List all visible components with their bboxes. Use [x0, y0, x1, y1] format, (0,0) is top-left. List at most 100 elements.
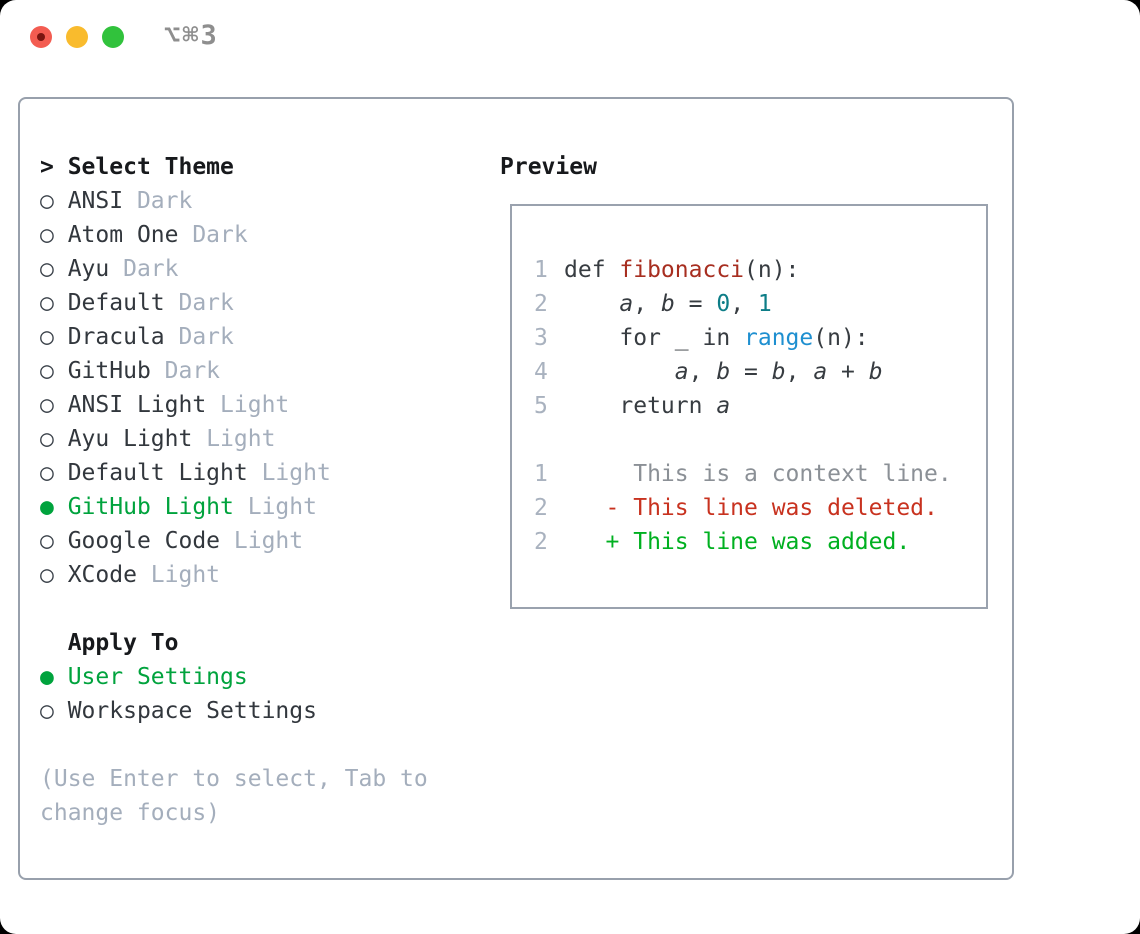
close-button[interactable] [30, 26, 52, 48]
theme-option-ansi-light[interactable]: ○ ANSI Light Light [40, 388, 480, 422]
theme-option-default-light[interactable]: ○ Default Light Light [40, 456, 480, 490]
code-segment: range [744, 325, 814, 351]
theme-name: ANSI [67, 188, 137, 214]
theme-option-google-code[interactable]: ○ Google Code Light [40, 524, 480, 558]
diff-line: 1 This is a context line. [534, 457, 986, 491]
code-line: 3 for _ in range(n): [534, 321, 986, 355]
radio-icon: ○ [40, 358, 68, 384]
theme-list: > Select Theme○ ANSI Dark○ Atom One Dark… [40, 150, 480, 830]
radio-icon: ○ [40, 562, 68, 588]
minimize-button[interactable] [66, 26, 88, 48]
line-number: 2 [534, 291, 548, 317]
code-segment: , [633, 291, 661, 317]
line-number: 4 [534, 359, 548, 385]
theme-name: XCode [67, 562, 151, 588]
code-segment: + This line was added. [564, 529, 911, 555]
code-segment: , [688, 359, 717, 385]
window-title: ⌥⌘3 [164, 20, 219, 51]
radio-icon: ○ [40, 290, 68, 316]
theme-picker-panel: > Select Theme○ ANSI Dark○ Atom One Dark… [18, 97, 1014, 880]
select-theme-header: > Select Theme [40, 150, 480, 184]
code-line: 4 a, b = b, a + b [534, 355, 986, 389]
radio-icon: ○ [40, 324, 68, 350]
theme-name: Dracula [67, 324, 179, 350]
diff-line: 2 + This line was added. [534, 525, 986, 559]
code-segment: + [827, 359, 869, 385]
theme-variant-tag: Dark [123, 256, 179, 282]
code-segment: b [716, 359, 731, 385]
code-line: 5 return a [534, 389, 986, 423]
code-line: 1 def fibonacci(n): [534, 253, 986, 287]
theme-name: GitHub [67, 358, 165, 384]
diff-line: 2 - This line was deleted. [534, 491, 986, 525]
code-line: 2 a, b = 0, 1 [534, 287, 986, 321]
zoom-button[interactable] [102, 26, 124, 48]
code-segment: a [813, 359, 828, 385]
code-segment: b [660, 291, 675, 317]
code-segment: - This line was deleted. [564, 495, 938, 521]
theme-variant-tag: Light [233, 528, 304, 554]
cursor-icon: > [40, 154, 68, 180]
theme-option-atom-one[interactable]: ○ Atom One Dark [40, 218, 480, 252]
code-segment: b [868, 359, 883, 385]
theme-name: Default Light [67, 460, 262, 486]
radio-icon: ○ [40, 188, 68, 214]
theme-option-github[interactable]: ○ GitHub Dark [40, 354, 480, 388]
theme-variant-tag: Light [247, 494, 317, 520]
code-line [534, 423, 986, 457]
theme-option-github-light[interactable]: ● GitHub Light Light [40, 490, 480, 524]
code-segment: fibonacci [619, 257, 745, 283]
theme-name: Ayu [67, 256, 124, 282]
theme-option-default[interactable]: ○ Default Dark [40, 286, 480, 320]
radio-icon: ○ [40, 222, 68, 248]
radio-icon: ○ [40, 256, 68, 282]
theme-variant-tag: Light [261, 460, 331, 486]
line-number: 5 [534, 393, 548, 419]
theme-variant-tag: Dark [192, 222, 248, 248]
theme-variant-tag: Dark [178, 290, 234, 316]
code-segment: for _ in [564, 325, 745, 351]
apply-option-label: User Settings [67, 664, 248, 690]
theme-variant-tag: Dark [136, 188, 193, 214]
theme-option-ayu-light[interactable]: ○ Ayu Light Light [40, 422, 480, 456]
code-segment: = [674, 291, 717, 317]
code-segment: , [785, 359, 814, 385]
theme-option-dracula[interactable]: ○ Dracula Dark [40, 320, 480, 354]
radio-icon: ○ [40, 698, 68, 724]
code-segment: (n): [744, 257, 800, 283]
theme-variant-tag: Light [220, 392, 290, 418]
theme-variant-tag: Dark [178, 324, 234, 350]
code-segment: a [674, 359, 689, 385]
apply-to-header: Apply To [40, 626, 480, 660]
theme-variant-tag: Dark [164, 358, 221, 384]
apply-option-workspace-settings[interactable]: ○ Workspace Settings [40, 694, 480, 728]
code-segment: 1 [757, 291, 772, 317]
code-segment: , [730, 291, 758, 317]
radio-icon: ○ [40, 460, 68, 486]
line-number: 1 [534, 257, 548, 283]
help-text: (Use Enter to select, Tab to change focu… [40, 766, 428, 826]
theme-variant-tag: Light [206, 426, 276, 452]
theme-option-xcode[interactable]: ○ XCode Light [40, 558, 480, 592]
select-theme-label: Select Theme [67, 154, 234, 180]
theme-option-ayu[interactable]: ○ Ayu Dark [40, 252, 480, 286]
title-bar: ⌥⌘3 [0, 0, 1140, 72]
theme-name: Default [67, 290, 179, 316]
theme-option-ansi[interactable]: ○ ANSI Dark [40, 184, 480, 218]
radio-icon: ○ [40, 392, 68, 418]
line-number: 1 [534, 461, 548, 487]
line-number: 3 [534, 325, 548, 351]
line-number: 2 [534, 495, 548, 521]
apply-option-user-settings[interactable]: ● User Settings [40, 660, 480, 694]
code-segment: def [564, 257, 620, 283]
code-segment: a [716, 393, 731, 419]
code-segment: return [564, 393, 717, 419]
theme-name: Ayu Light [67, 426, 207, 452]
code-segment: b [771, 359, 786, 385]
radio-icon: ○ [40, 426, 68, 452]
radio-icon: ○ [40, 528, 68, 554]
theme-name: Google Code [67, 528, 234, 554]
theme-name: GitHub Light [67, 494, 248, 520]
